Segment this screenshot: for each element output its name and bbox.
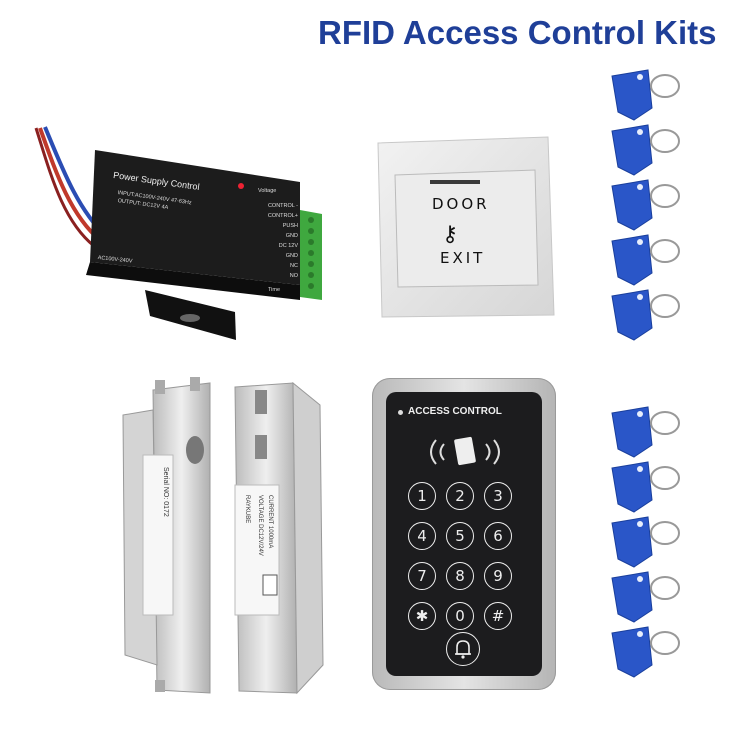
- key-label: 7: [417, 567, 427, 585]
- power-supply-output: OUTPUT: DC12V 4A: [117, 198, 169, 212]
- key-label: 6: [493, 527, 503, 545]
- key-8[interactable]: 8: [446, 562, 474, 590]
- status-led: [398, 410, 403, 415]
- rfid-card-icon: [422, 434, 508, 470]
- terminal-label: GND: [285, 233, 298, 239]
- rfid-tag: [611, 571, 680, 623]
- voltage-label: Voltage: [258, 188, 277, 194]
- rfid-tag: [611, 516, 680, 568]
- lock-voltage-label: VOLTAGE DC12V/24V: [257, 495, 263, 556]
- rfid-tag: [611, 461, 680, 513]
- power-supply-heading: Power Supply Control: [112, 170, 201, 193]
- terminal-labels: CONTROL - CONTROL+ PUSH GND DC 12V GND N…: [258, 203, 298, 283]
- terminal-label: GND: [285, 253, 298, 259]
- key-0[interactable]: 0: [446, 602, 474, 630]
- key-6[interactable]: 6: [484, 522, 512, 550]
- lock-serial-label: Serial NO: 0172: [162, 467, 169, 517]
- rfid-tag: [611, 234, 680, 286]
- rfid-tag: [611, 289, 680, 341]
- key-5[interactable]: 5: [446, 522, 474, 550]
- key-3[interactable]: 3: [484, 482, 512, 510]
- lock-current-label: CURRENT 1000mA: [267, 495, 273, 549]
- key-2[interactable]: 2: [446, 482, 474, 510]
- key-label: 1: [417, 487, 427, 505]
- key-label: 4: [417, 527, 427, 545]
- lock-brand-label: RAYKUBE: [244, 495, 250, 524]
- key-label: ✱: [415, 607, 429, 625]
- key-label: #: [491, 607, 505, 625]
- terminal-label: CONTROL+: [267, 213, 298, 219]
- doorbell-button[interactable]: [446, 632, 480, 666]
- key-star[interactable]: ✱: [408, 602, 436, 630]
- keypad-face: ACCESS CONTROL 1 2 3 4 5 6 7 8 9 ✱ 0 #: [386, 392, 542, 676]
- terminal-label: DC 12V: [278, 243, 298, 249]
- key-4[interactable]: 4: [408, 522, 436, 550]
- bell-icon: [455, 640, 471, 659]
- terminal-label: PUSH: [282, 223, 298, 229]
- key-label: 3: [493, 487, 503, 505]
- key-7[interactable]: 7: [408, 562, 436, 590]
- rfid-tag: [611, 626, 680, 678]
- rfid-tag: [611, 124, 680, 176]
- key-label: 9: [493, 567, 503, 585]
- key-label: 8: [455, 567, 465, 585]
- electric-lock-photo: Serial NO: 0172 RAYKUBE VOLTAGE DC12V/24…: [115, 375, 335, 695]
- terminal-label: NO: [289, 273, 298, 279]
- power-supply-input: INPUT:AC100V-240V 47-63Hz: [117, 190, 192, 207]
- key-label: 0: [455, 607, 465, 625]
- exit-button-door-label: DOOR: [432, 195, 490, 213]
- keypad-heading: ACCESS CONTROL: [408, 406, 502, 417]
- keypad-grid: 1 2 3 4 5 6 7 8 9 ✱ 0 #: [408, 482, 522, 630]
- rfid-tags: [611, 69, 680, 678]
- key-hash[interactable]: #: [484, 602, 512, 630]
- key-icon: ⚷: [442, 221, 459, 246]
- time-label: Time: [268, 287, 281, 293]
- key-9[interactable]: 9: [484, 562, 512, 590]
- rfid-tag: [611, 406, 680, 458]
- terminal-label: CONTROL -: [267, 203, 298, 209]
- key-1[interactable]: 1: [408, 482, 436, 510]
- terminal-label: NC: [290, 263, 298, 269]
- key-label: 2: [455, 487, 465, 505]
- exit-button-photo: DOOR ⚷ EXIT: [370, 135, 555, 320]
- power-supply-ac-label: AC100V-240V: [97, 255, 133, 265]
- page-title: RFID Access Control Kits: [318, 14, 717, 51]
- exit-button-exit-label: EXIT: [440, 249, 486, 267]
- key-label: 5: [455, 527, 465, 545]
- rfid-tag: [611, 179, 680, 231]
- keypad-reader-photo: ACCESS CONTROL 1 2 3 4 5 6 7 8 9 ✱ 0 #: [372, 378, 556, 690]
- rfid-tag: [611, 69, 680, 121]
